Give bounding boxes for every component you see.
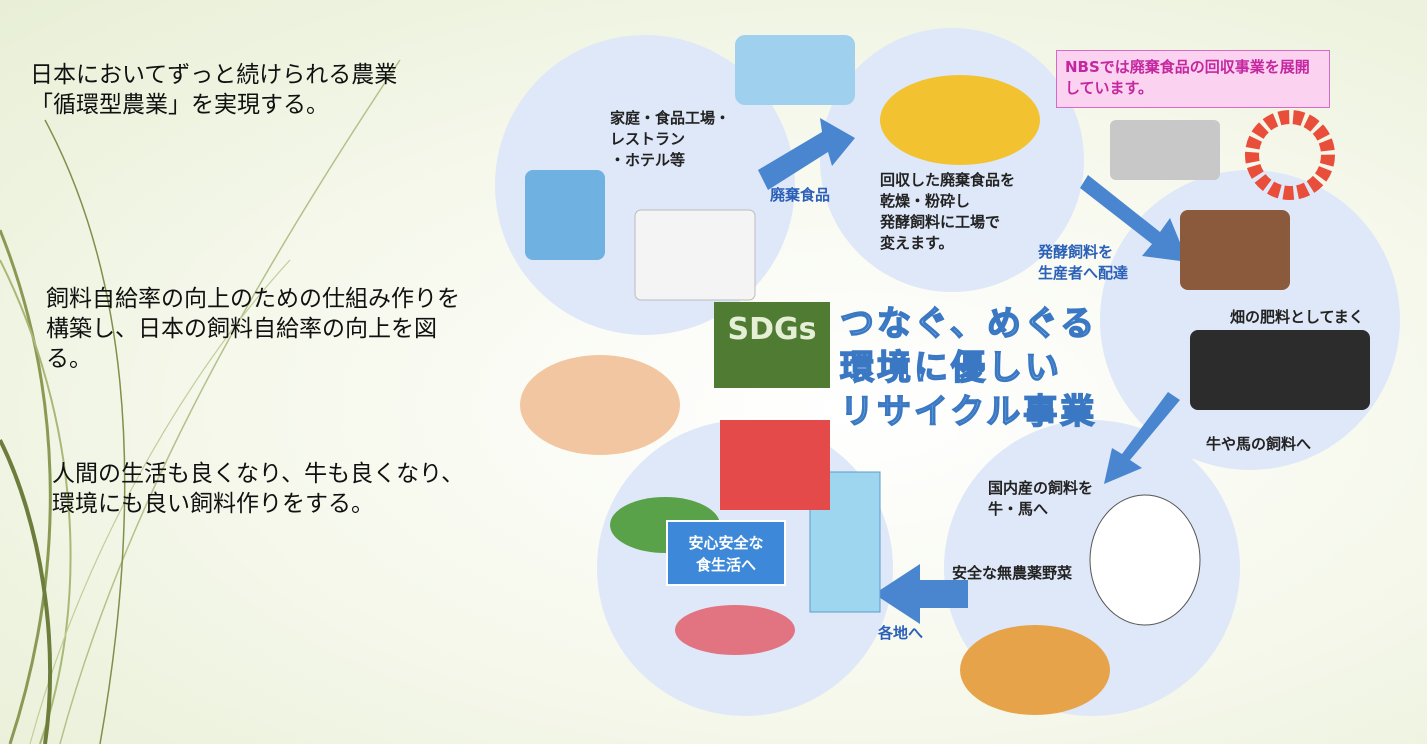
intro-text: 日本においてずっと続けられる農業 「循環型農業」を実現する。 [30, 60, 480, 120]
intro-line-1: 日本においてずっと続けられる農業 [30, 62, 398, 88]
fertilizer-label: 畑の肥料としてまく [1230, 308, 1364, 326]
arrow-to-domestic [1104, 392, 1180, 484]
nbs-note: NBSでは廃棄食品の回収事業を展開しています。 [1056, 50, 1330, 108]
tank-icon [880, 75, 1040, 165]
arrow-to-farm [1080, 175, 1188, 262]
domestic-feed-label: 国内産の飼料を 牛・馬へ [988, 479, 1094, 518]
trash-can-icon [525, 170, 605, 260]
cows-icon [1190, 330, 1370, 410]
everywhere-label: 各地へ [878, 624, 924, 642]
sdgs-title: つなぐ、めぐる 環境に優しい リサイクル事業 [839, 303, 1098, 433]
family-icon [520, 355, 680, 455]
arrow-to-safe-food [874, 564, 968, 624]
better-life-text: 人間の生活も良くなり、牛も良くなり、環境にも良い飼料作りをする。 [52, 461, 465, 517]
cattle-feed-label: 牛や馬の飼料へ [1206, 435, 1312, 453]
feed-self-sufficiency-text: 飼料自給率の向上のための仕組み作りを構築し、日本の飼料自給率の向上を図る。 [46, 286, 460, 372]
cow-mascot-icon [1089, 494, 1201, 626]
shop-icon [720, 420, 830, 510]
field-icon [1180, 210, 1290, 290]
safe-vegetables-label: 安全な無農薬野菜 [952, 564, 1073, 582]
truck-icon [735, 35, 855, 105]
fridge-icon [634, 209, 756, 301]
process-label: 回収した廃棄食品を 乾燥・粉砕し 発酵飼料に工場で 変えます。 [880, 171, 1016, 252]
waste-food-label: 廃棄食品 [770, 186, 831, 204]
meat-icon [675, 605, 795, 655]
sdgs-logo: SDGs [714, 302, 830, 388]
intro-line-2: 「循環型農業」を実現する。 [30, 92, 329, 118]
decorative-swoosh-lines [0, 59, 401, 744]
delivery-truck-icon [1110, 120, 1220, 180]
arrow-to-factory [758, 118, 855, 190]
vegetable-basket-icon [960, 625, 1110, 715]
deliver-label: 発酵飼料を 生産者へ配達 [1038, 243, 1129, 282]
safe-food-life-box: 安心安全な 食生活へ [666, 520, 786, 586]
waste-sources-label: 家庭・食品工場・ レストラン ・ホテル等 [610, 109, 731, 169]
recycling-cycle-diagram: 家庭・食品工場・ レストラン ・ホテル等 廃棄食品 NBSでは廃棄食品の回収事業… [490, 20, 1427, 744]
sdgs-wheel-icon [1245, 110, 1335, 200]
